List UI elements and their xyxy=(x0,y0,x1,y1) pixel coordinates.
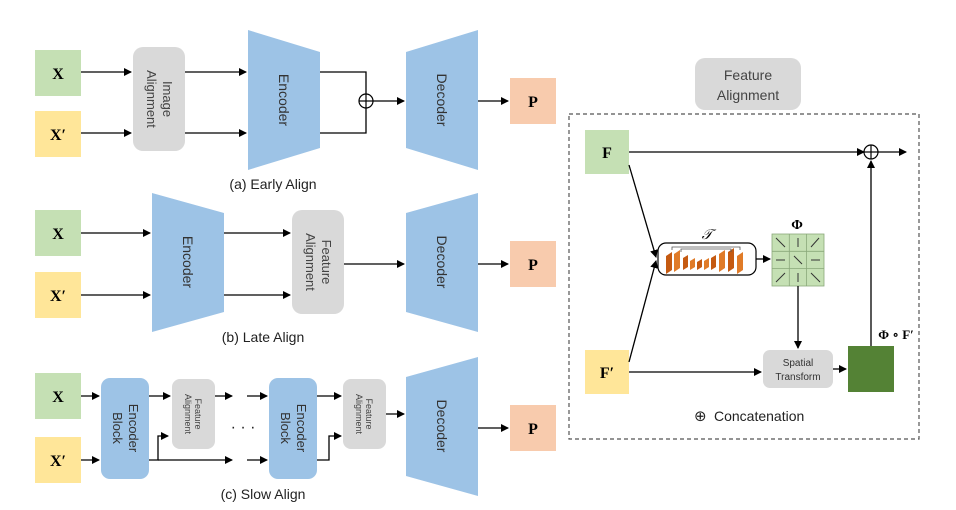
input-x-box xyxy=(35,50,81,96)
encoder-block-label-1: Encoder xyxy=(126,404,141,453)
early-align-row: X X′ Image Alignment Encoder Decoder P (… xyxy=(35,30,556,192)
encoder-label: Encoder xyxy=(180,236,196,288)
feature-alignment-small-label-2: Alignment xyxy=(354,394,364,435)
warped-feature-box xyxy=(848,346,894,392)
image-alignment-box xyxy=(133,47,185,151)
encoder-block-1 xyxy=(101,378,149,479)
panel-title-box xyxy=(695,58,801,110)
encoder-label: Encoder xyxy=(276,74,292,126)
output-p-box xyxy=(510,241,556,287)
panel-title-line1: Feature xyxy=(724,67,772,83)
decoder-label: Decoder xyxy=(434,400,450,453)
output-p-label: P xyxy=(528,421,538,438)
feature-alignment-label-1: Feature xyxy=(319,240,334,285)
feature-f-prime-label: F′ xyxy=(600,365,614,382)
encoder-trapezoid xyxy=(248,30,320,170)
input-x-box xyxy=(35,210,81,256)
encoder-block-2 xyxy=(269,378,317,479)
panel-dashed-border xyxy=(568,113,920,440)
feature-alignment-small-1 xyxy=(172,379,215,449)
image-alignment-label-1: Image xyxy=(160,81,175,117)
decoder-label: Decoder xyxy=(434,74,450,127)
spatial-transform-label-1: Spatial xyxy=(783,358,814,369)
input-x-label: X xyxy=(52,66,64,83)
encoder-trapezoid xyxy=(152,193,224,332)
input-x-box xyxy=(35,373,81,419)
decoder-trapezoid xyxy=(406,357,478,496)
input-x-prime-label: X′ xyxy=(50,288,66,305)
decoder-trapezoid xyxy=(406,193,478,332)
slow-align-caption: (c) Slow Align xyxy=(221,486,306,502)
late-align-caption: (b) Late Align xyxy=(222,329,305,345)
output-p-box xyxy=(510,78,556,124)
panel-title-line2: Alignment xyxy=(717,87,779,103)
encoder-block-label-2: Block xyxy=(110,412,125,444)
feature-alignment-box xyxy=(292,210,344,314)
late-align-row: X X′ Encoder Feature Alignment Decoder P… xyxy=(35,193,556,345)
early-align-caption: (a) Early Align xyxy=(229,176,316,192)
feature-f-label: F xyxy=(602,145,612,162)
input-x-prime-label: X′ xyxy=(50,127,66,144)
encoder-block-label-1: Encoder xyxy=(294,404,309,453)
input-x-prime-label: X′ xyxy=(50,453,66,470)
feature-alignment-small-label-1: Feature xyxy=(364,398,374,429)
input-x-label: X xyxy=(52,389,64,406)
output-p-box xyxy=(510,405,556,451)
spatial-transform-label-2: Transform xyxy=(775,372,820,383)
encoder-block-label-2: Block xyxy=(278,412,293,444)
concat-legend-symbol: ⊕ xyxy=(694,408,707,425)
decoder-trapezoid xyxy=(406,30,478,170)
concat-legend-label: Concatenation xyxy=(714,408,804,424)
input-x-prime-box xyxy=(35,437,81,483)
output-p-label: P xyxy=(528,257,538,274)
output-p-label: P xyxy=(528,94,538,111)
input-x-prime-box xyxy=(35,272,81,318)
ellipsis: · · · xyxy=(231,419,256,436)
feature-alignment-small-2 xyxy=(343,379,386,449)
input-x-prime-box xyxy=(35,111,81,157)
transform-network-label: 𝒯 xyxy=(702,228,717,243)
feature-alignment-label-2: Alignment xyxy=(303,233,318,291)
unet-icon xyxy=(666,246,743,274)
input-x-label: X xyxy=(52,226,64,243)
slow-align-row: X X′ Encoder Block Feature Alignment · ·… xyxy=(35,357,556,502)
warped-feature-label: Φ ∘ F′ xyxy=(878,327,914,342)
feature-f-prime-box xyxy=(585,350,629,394)
spatial-transform-box xyxy=(763,350,833,388)
decoder-label: Decoder xyxy=(434,236,450,289)
flow-field-grid xyxy=(771,233,825,287)
phi-label: Φ xyxy=(791,218,803,233)
feature-alignment-small-label-1: Feature xyxy=(193,398,203,429)
feature-f-box xyxy=(585,130,629,174)
image-alignment-label-2: Alignment xyxy=(144,70,159,128)
feature-alignment-panel: Feature Alignment F F′ 𝒯 xyxy=(568,58,920,440)
feature-alignment-small-label-2: Alignment xyxy=(183,394,193,435)
